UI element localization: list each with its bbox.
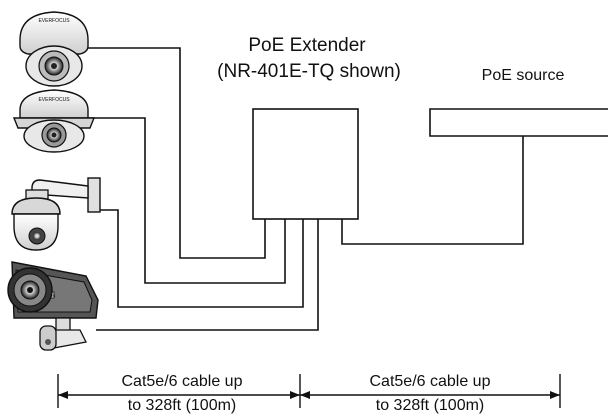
extender-subtitle: (NR-401E-TQ shown) — [217, 61, 401, 82]
uplink-cable — [341, 136, 524, 245]
cable-camera-4 — [96, 219, 319, 331]
camera-1-brand: EVERFOCUS — [38, 18, 70, 24]
cable-camera-1 — [88, 47, 266, 259]
extender-title: PoE Extender — [248, 35, 366, 56]
dome-camera-icon: EVERFOCUS — [19, 11, 89, 87]
cable-camera-3 — [100, 209, 304, 308]
cable-segment-1-line1: Cat5e/6 cable up — [110, 373, 254, 391]
poe-source-label: PoE source — [481, 67, 565, 84]
ptz-camera-icon — [11, 177, 101, 251]
poe-source-device — [429, 108, 608, 137]
bullet-camera-icon: EVERFOCUS — [7, 261, 99, 351]
dimension-arrowheads — [58, 391, 560, 399]
cable-segment-2-line2: to 328ft (100m) — [358, 397, 502, 415]
cable-camera-2 — [88, 117, 286, 284]
poe-extender-box — [252, 108, 359, 220]
cable-segment-2-line1: Cat5e/6 cable up — [358, 373, 502, 391]
cable-segment-1-line2: to 328ft (100m) — [110, 397, 254, 415]
camera-2-brand: EVERFOCUS — [38, 97, 70, 103]
dimension-markers — [57, 374, 561, 408]
vandal-dome-camera-icon: EVERFOCUS — [12, 89, 96, 153]
